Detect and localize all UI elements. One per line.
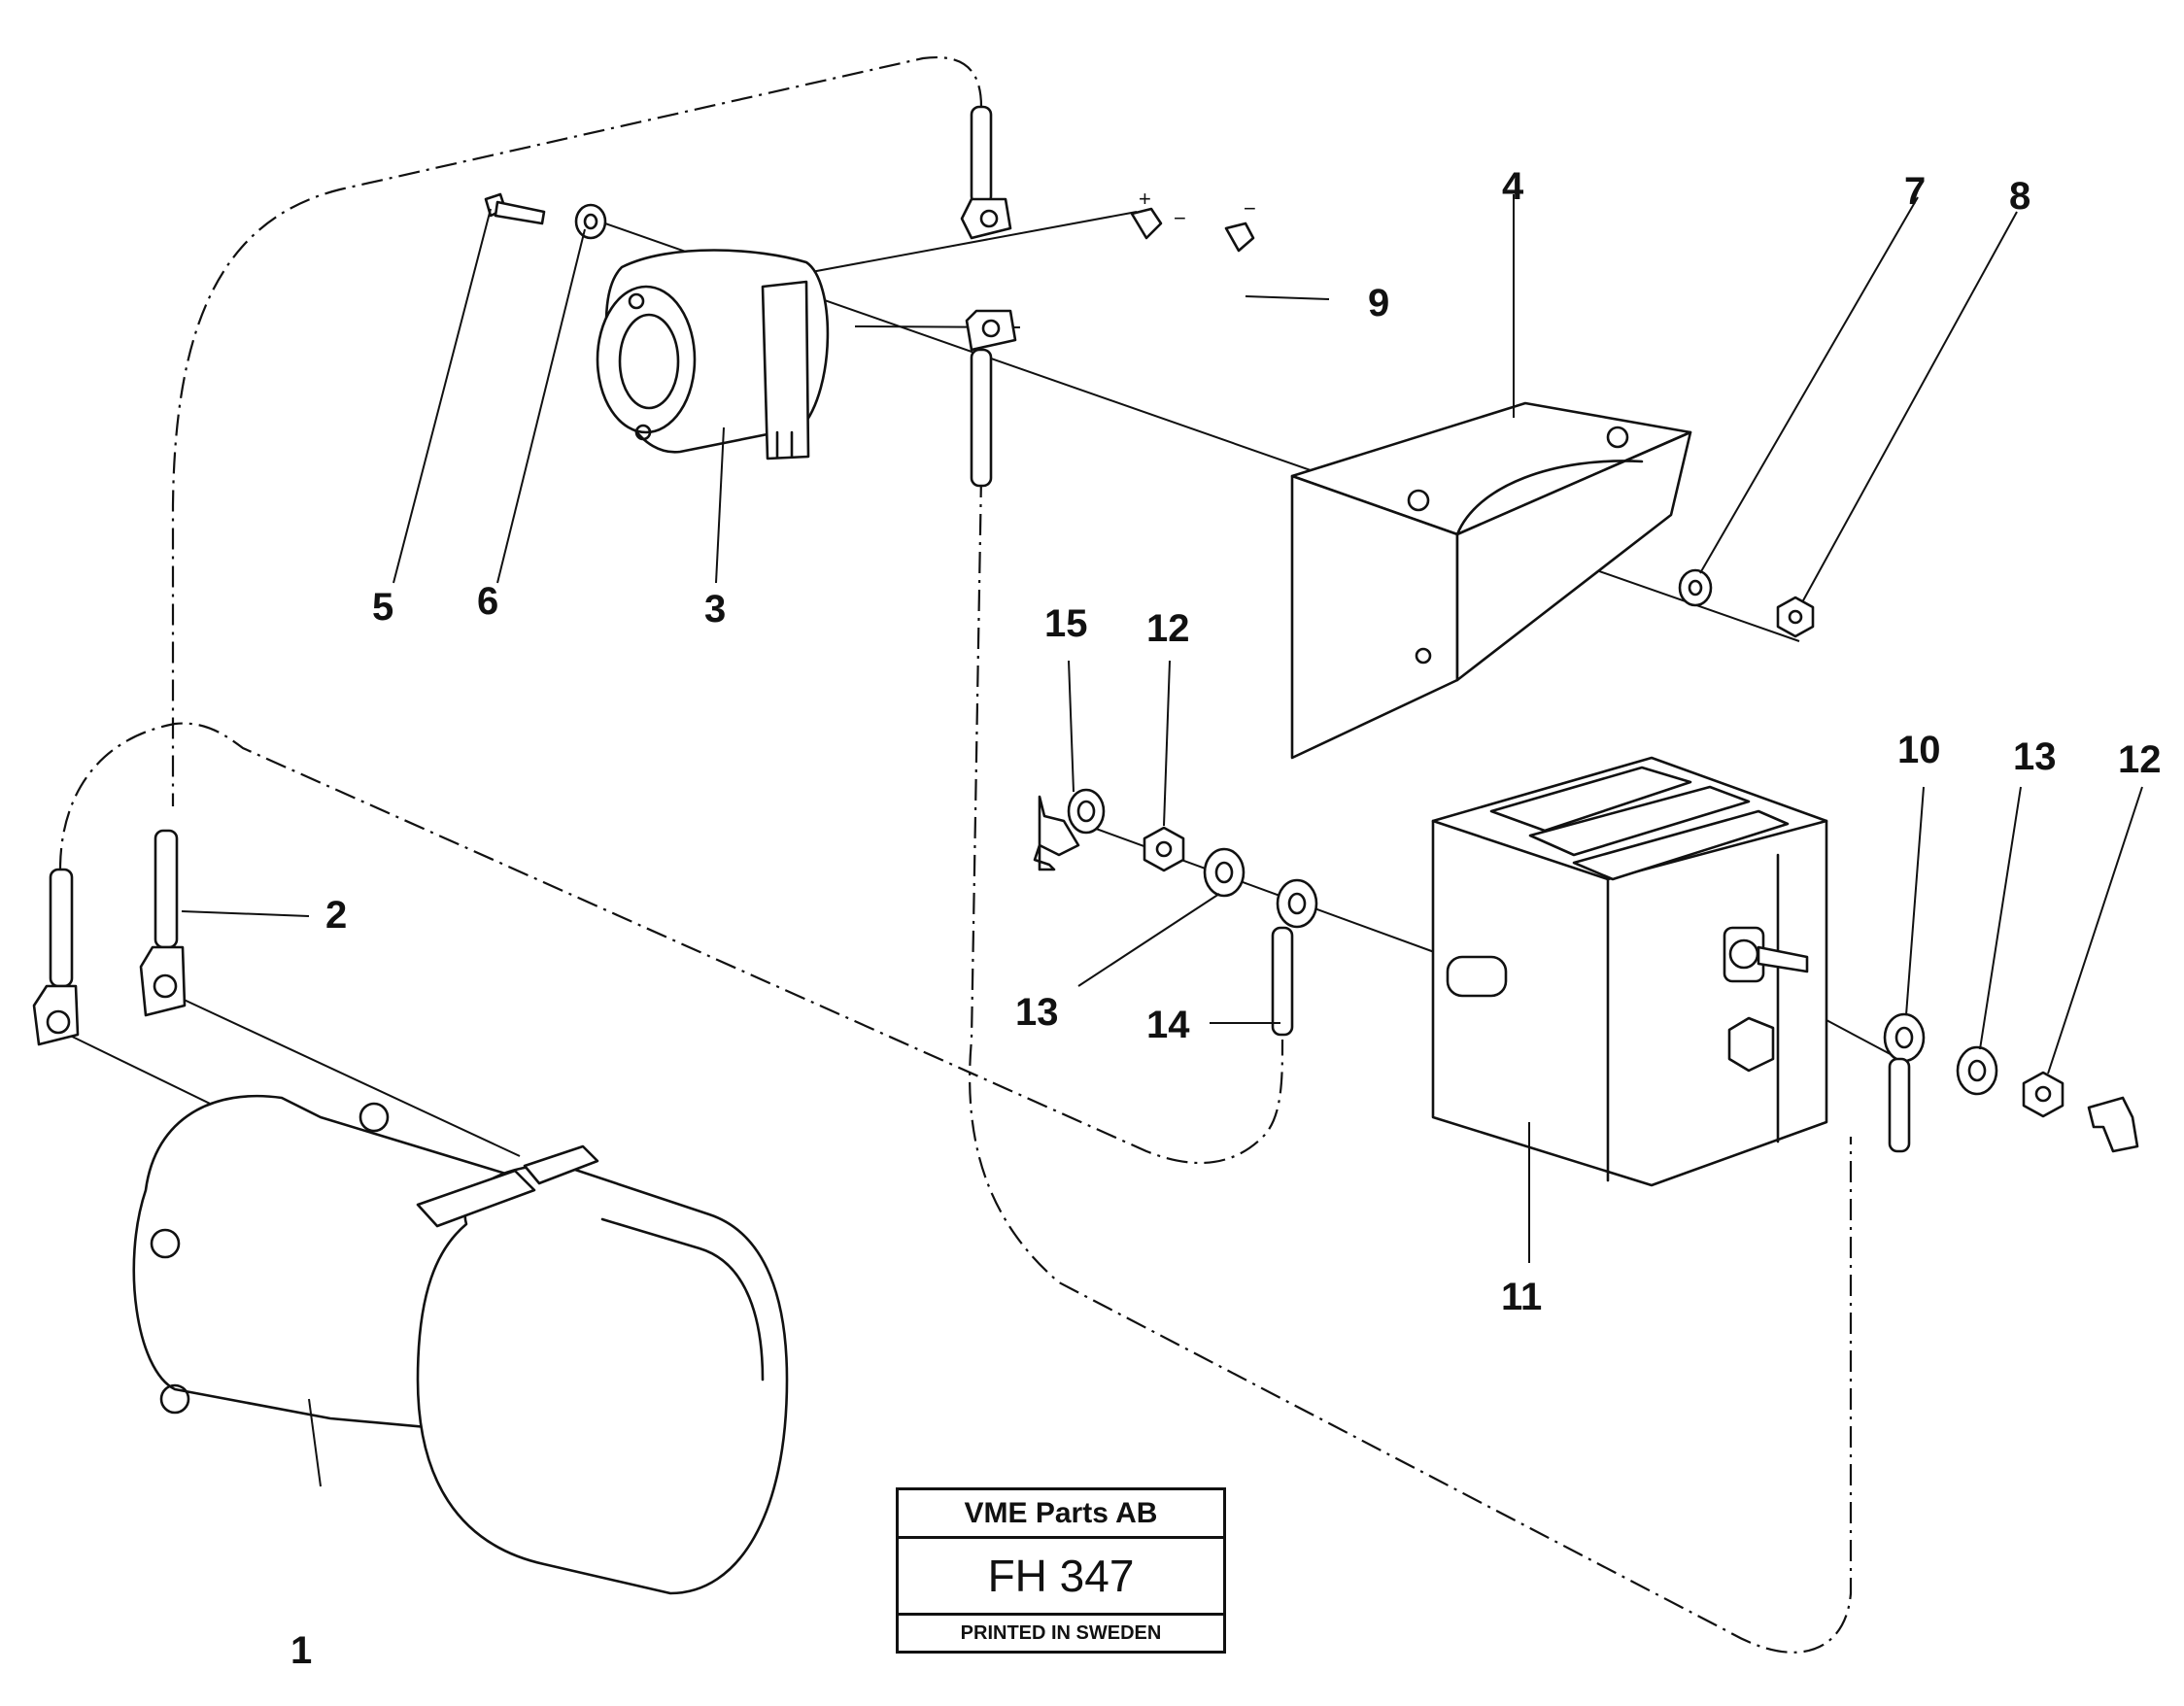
- callout-13: 13: [2013, 735, 2057, 778]
- washer-part-6: [574, 203, 607, 240]
- nut-part-12-right: [2022, 1071, 2065, 1118]
- callout-4: 4: [1502, 165, 1524, 208]
- wiring-routes: [58, 56, 1853, 1654]
- ring-terminal-part-14: [1271, 878, 1318, 1037]
- elbow-fitting-right: [2087, 1096, 2139, 1153]
- title-block: VME Parts AB FH 347 PRINTED IN SWEDEN: [896, 1487, 1226, 1654]
- callout-3: 3: [704, 588, 726, 631]
- callout-2: 2: [325, 894, 347, 937]
- callout-15: 15: [1044, 602, 1088, 645]
- callout-6: 6: [477, 580, 498, 623]
- callout-11: 11: [1501, 1276, 1542, 1318]
- nut-part-8: [1776, 596, 1815, 638]
- polarity-minus: −: [1244, 196, 1256, 221]
- callout-9: 9: [1368, 282, 1389, 324]
- washer-part-13-right: [1956, 1045, 1998, 1096]
- callout-13: 13: [1015, 991, 1059, 1034]
- elbow-part-15: [1033, 788, 1106, 871]
- nut-part-12-left: [1143, 826, 1185, 872]
- callout-12: 12: [1146, 607, 1190, 650]
- washer-part-13-left: [1203, 847, 1246, 898]
- polarity-plus: +: [1139, 187, 1151, 211]
- drawing-number: FH 347: [899, 1539, 1223, 1616]
- callout-7: 7: [1904, 170, 1926, 213]
- screw-part-5: [484, 192, 546, 225]
- jumper-wire-part-9: [1130, 207, 1255, 342]
- callout-1: 1: [290, 1629, 312, 1672]
- leader-lines: [181, 194, 2143, 1487]
- callout-8: 8: [2009, 175, 2030, 218]
- relay-lugs: [960, 105, 1017, 488]
- washer-part-7: [1678, 568, 1713, 607]
- callout-labels: 1 2 3 4 5 6 7 8 9 10 11 12 12 13 13 14 1…: [290, 165, 2162, 1672]
- cable-lug-part-2: [32, 829, 187, 1046]
- callout-12: 12: [2118, 738, 2162, 781]
- resistor-block-part-11: [1431, 756, 1828, 1187]
- company-name: VME Parts AB: [899, 1490, 1223, 1539]
- polarity-minus: −: [1174, 206, 1186, 230]
- printed-note: PRINTED IN SWEDEN: [960, 1622, 1162, 1644]
- callout-14: 14: [1146, 1004, 1190, 1046]
- bracket-part-4: [1290, 401, 1692, 760]
- motor-part-1: [132, 1094, 789, 1595]
- callout-10: 10: [1897, 729, 1941, 771]
- callout-5: 5: [372, 586, 393, 629]
- relay-part-3: [596, 249, 830, 461]
- ring-terminal-part-10: [1883, 1012, 1926, 1153]
